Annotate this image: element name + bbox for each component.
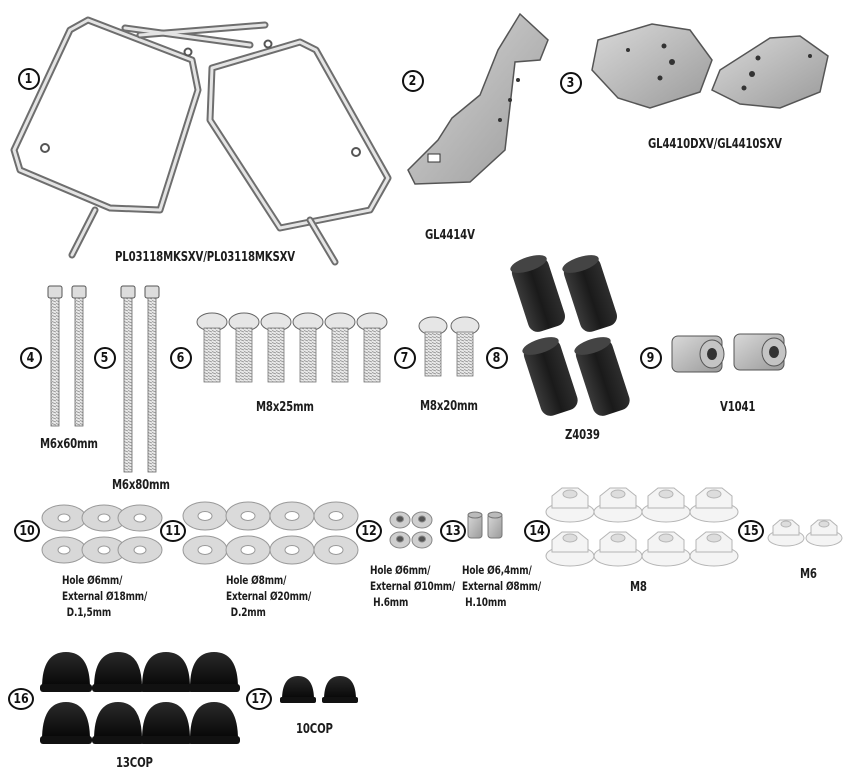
part-number-7: 7 [394,347,416,369]
label-part-8: Z4039 [565,428,600,443]
part-number-3: 3 [560,72,582,94]
bolts-m8x25 [196,312,388,383]
caps-10cop [280,676,358,703]
label-part-16: 13COP [116,756,153,771]
label-part-17: 10COP [296,722,333,737]
part-number-11: 11 [160,520,186,542]
washers-6mm [41,504,163,564]
part-number-1: 1 [18,68,40,90]
bolts-m6x80 [120,285,160,473]
bolts-m8x20 [418,316,480,377]
label-part-11-line-3: D.2mm [230,605,266,619]
label-part-2: GL4414V [425,228,475,243]
part-number-14: 14 [524,520,550,542]
label-part-10-line-1: Hole Ø6mm/ [62,573,123,587]
label-part-15: M6 [800,567,817,582]
label-part-13-line-2: External Ø8mm/ [462,579,541,593]
spacers-6-4mm [467,511,503,539]
label-part-14: M8 [630,580,647,595]
part-number-6: 6 [170,347,192,369]
label-part-6: M8x25mm [256,400,314,415]
part-number-4: 4 [20,347,42,369]
label-part-10-line-3: D.1,5mm [66,605,112,619]
nuts-m6 [767,519,843,547]
pannier-frame [10,16,392,266]
label-part-11-line-1: Hole Ø8mm/ [226,573,287,587]
rubber-bushings-z4039 [510,255,630,416]
part-number-10: 10 [14,520,40,542]
plates-gl4410 [591,23,829,109]
part-number-9: 9 [640,347,662,369]
caps-13cop [40,652,240,744]
label-part-5: M6x80mm [112,478,170,493]
label-part-13-line-1: Hole Ø6,4mm/ [462,563,532,577]
part-number-8: 8 [486,347,508,369]
part-number-5: 5 [94,347,116,369]
label-part-12-line-2: External Ø10mm/ [370,579,456,593]
label-part-4: M6x60mm [40,437,98,452]
label-part-11-line-2: External Ø20mm/ [226,589,312,603]
label-part-13-line-3: H.10mm [465,595,507,609]
part-number-2: 2 [402,70,424,92]
label-part-12: Hole Ø6mm/ External Ø10mm/ H.6mm [370,562,455,610]
label-part-13: Hole Ø6,4mm/ External Ø8mm/ H.10mm [462,562,541,610]
part-number-16: 16 [8,688,34,710]
bolts-m6x60 [47,285,87,427]
label-part-12-line-1: Hole Ø6mm/ [370,563,431,577]
label-part-9: V1041 [720,400,756,415]
label-part-10: Hole Ø6mm/ External Ø18mm/ D.1,5mm [62,572,147,620]
spacers-v1041 [671,333,787,373]
label-part-7: M8x20mm [420,399,478,414]
part-number-12: 12 [356,520,382,542]
part-number-17: 17 [246,688,272,710]
part-number-15: 15 [738,520,764,542]
nuts-m8 [545,487,739,567]
label-part-12-line-3: H.6mm [373,595,409,609]
label-part-10-line-2: External Ø18mm/ [62,589,148,603]
label-part-1: PL03118MKSXV/PL03118MKSXV [115,250,295,265]
label-part-11: Hole Ø8mm/ External Ø20mm/ D.2mm [226,572,311,620]
label-part-3: GL4410DXV/GL4410SXV [648,137,782,152]
part-number-13: 13 [440,520,466,542]
spacers-6mm [389,511,433,549]
washers-8mm [182,501,359,565]
bracket-gl4414v [407,12,549,185]
